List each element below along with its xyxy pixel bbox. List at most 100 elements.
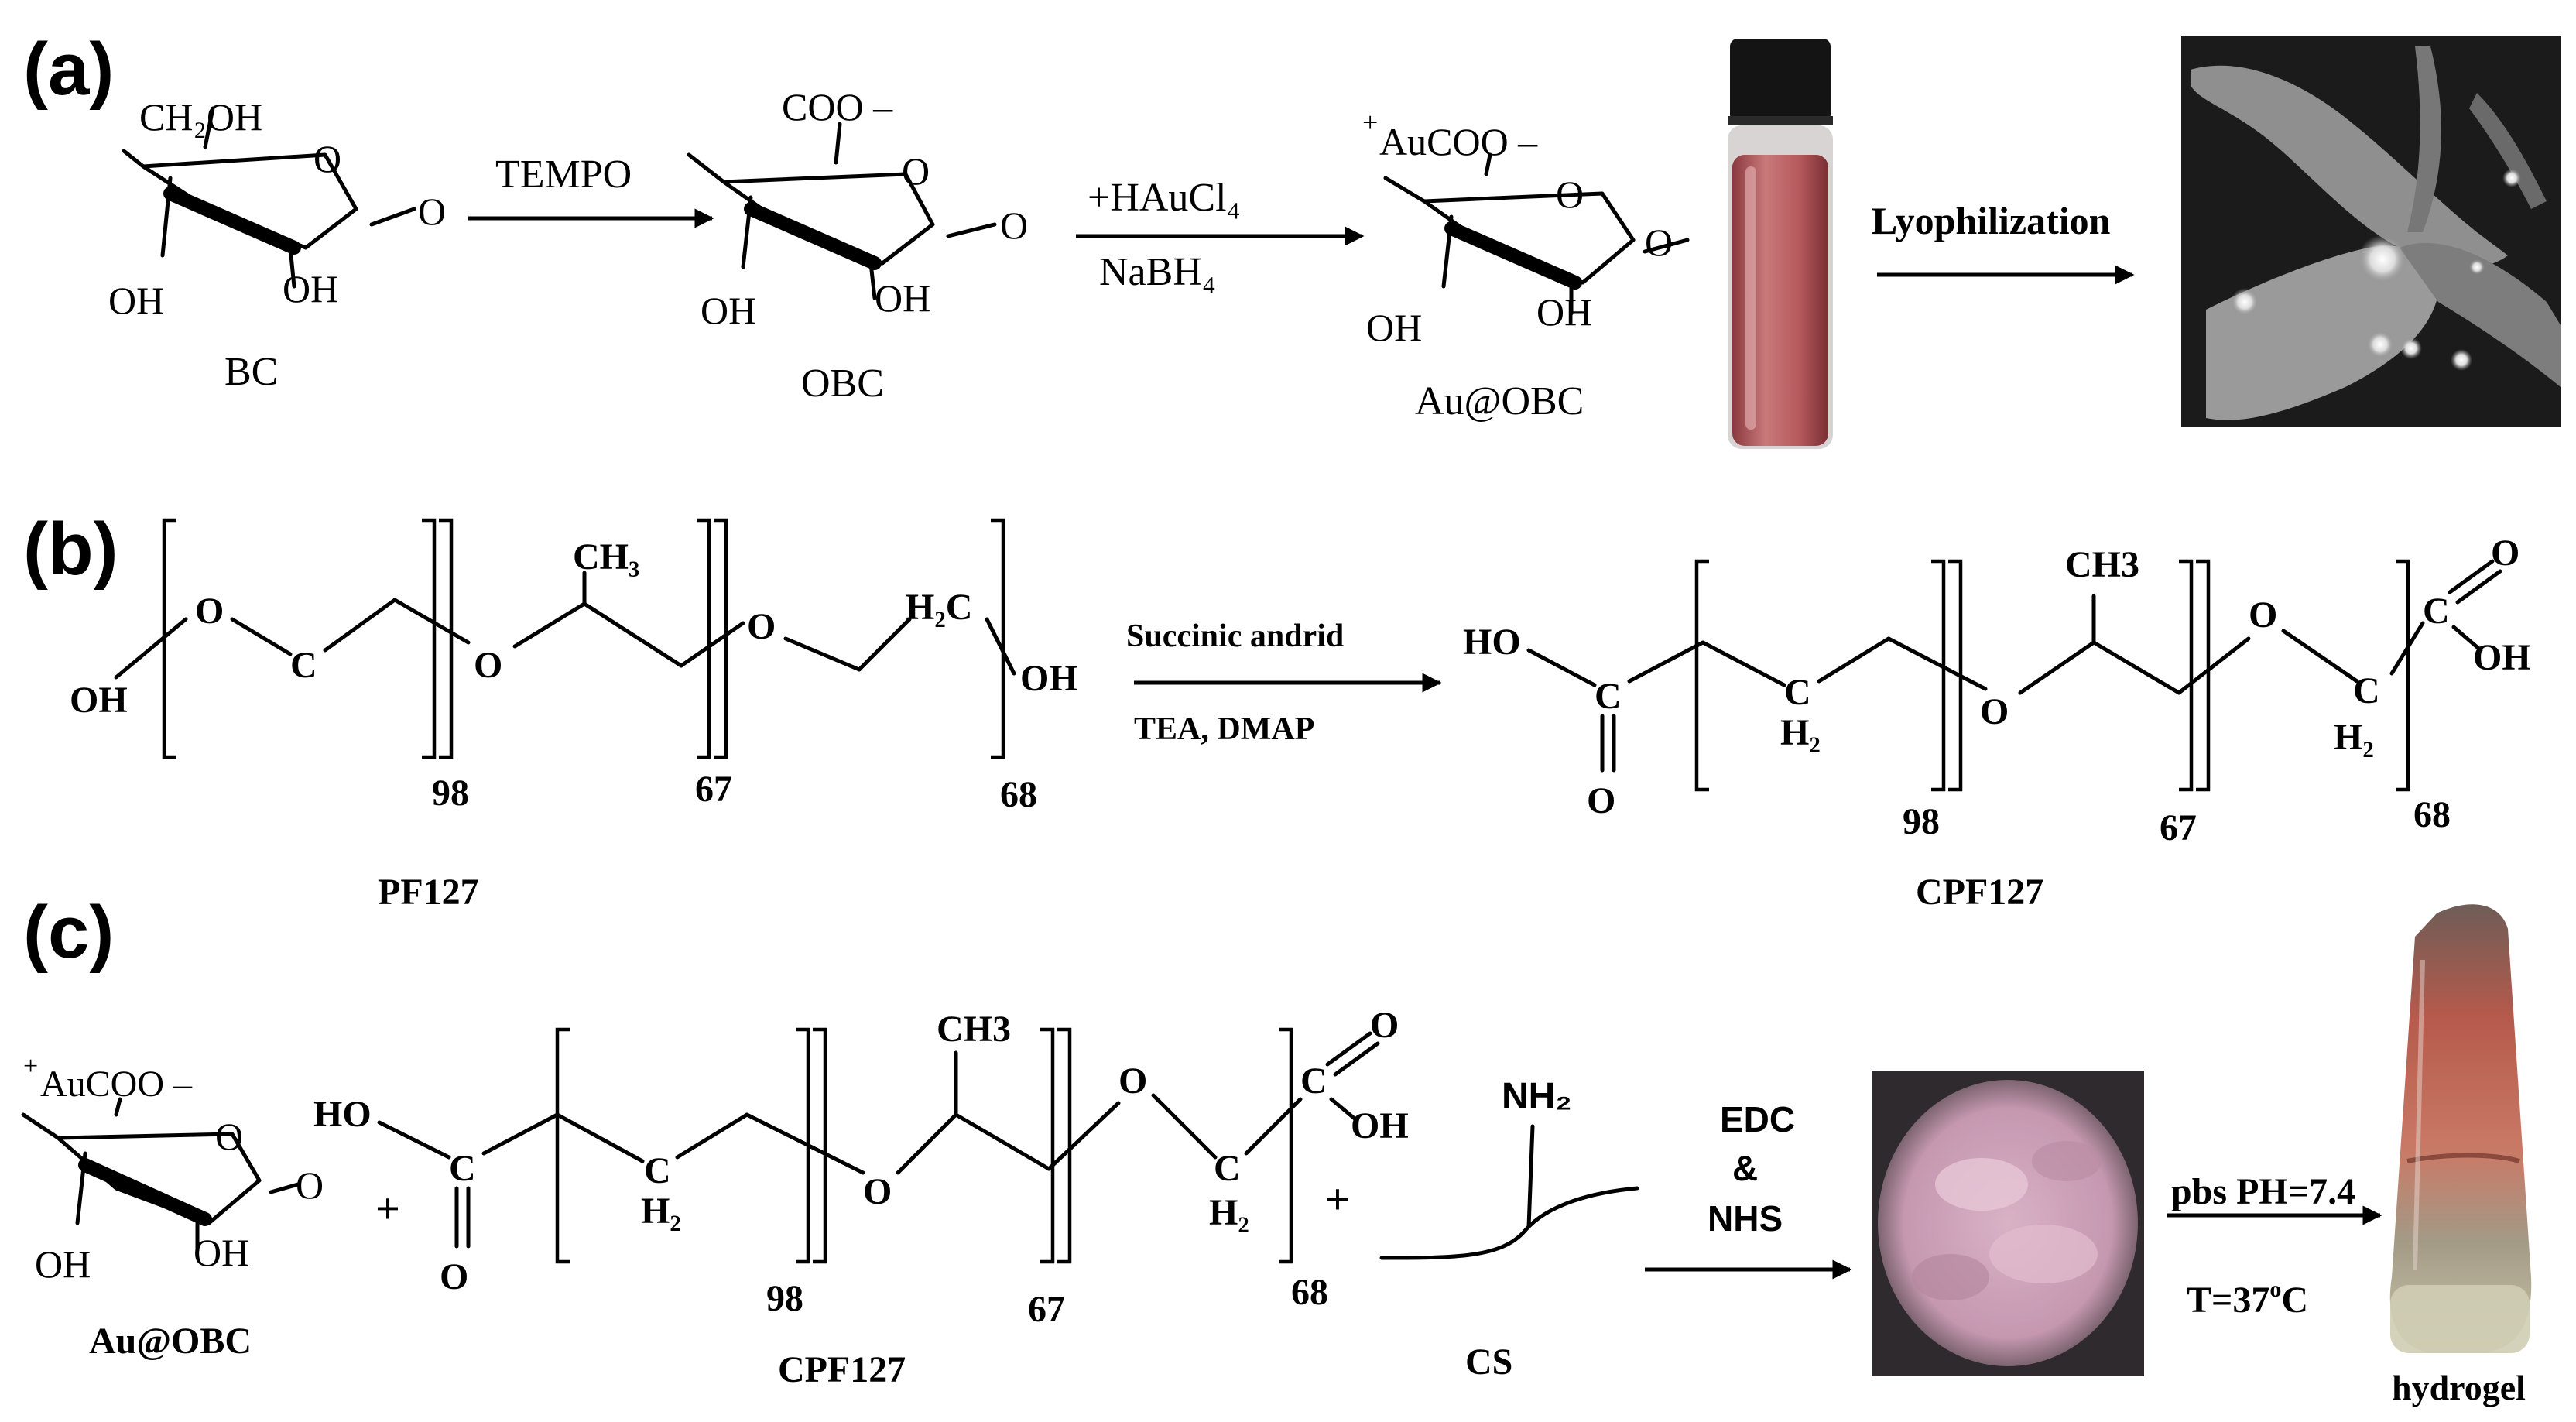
pf127-oh-start: OH [70,680,128,721]
pf127-n2: 67 [695,769,732,810]
cpf127-c-n3: 68 [1291,1272,1328,1313]
au-obc-name-c: Au@OBC [89,1321,252,1362]
cpf127-c-o-dbl2: O [1370,1005,1399,1046]
cpf127-structure-c: HO C O C H₂ O CH3 O C H₂ C O OH 98 [313,1005,1409,1390]
cpf127-c-oh: OH [1351,1105,1409,1146]
au-obc-thick-bond-a [1444,221,1582,290]
pf127-c1: C [290,645,317,686]
cpf127-c-ho: HO [313,1094,372,1135]
reagent-haucl4: +HAuCl₄ [1088,176,1241,220]
sem-micrograph [2181,36,2561,427]
au-obc-structure-c: + AuCOO – O O OH OH Au@OBC [21,1052,324,1362]
pf127-structure: OH O C O CH₃ O H₂C OH 98 67 68 PF127 [70,518,1078,913]
cpf127-c-o2: O [1118,1061,1147,1102]
panel-label-a: (a) [23,28,114,111]
obc-thick-bond [744,202,882,270]
cpf127-c-c4: C [1300,1061,1327,1102]
bc-link-oxygen: O [418,190,446,233]
cpf127-c-o1: O [863,1171,892,1212]
obc-oh-left: OH [701,289,756,332]
condition-pbs: pbs PH=7.4 [2171,1171,2355,1212]
cpf127-b-ch3: CH3 [2065,544,2139,585]
cpf127-b-c2: C [1784,672,1811,713]
obc-substituent: COO – [782,85,893,128]
cs-structure: NH₂ CS [1379,1076,1639,1383]
cpf127-c-c3: C [1214,1148,1241,1189]
vial-photo [1728,39,1833,449]
reagent-edc: EDC [1720,1099,1795,1139]
au-obc-structure-a: + AuCOO – O O OH OH Au@OBC [1362,107,1690,423]
cs-chain [1379,1186,1639,1260]
au-obc-oh-right-c: OH [194,1231,249,1274]
pf127-name: PF127 [378,872,479,913]
au-obc-sup-a: + [1362,107,1378,138]
lyophilized-powder-photo [1872,1071,2144,1376]
cpf127-c-name: CPF127 [778,1349,906,1390]
cpf127-c-c2: C [644,1150,671,1191]
cpf127-b-o2: O [2249,594,2277,636]
cpf127-b-name: CPF127 [1916,872,2043,913]
cpf127-c-c1: C [449,1148,476,1189]
reagent-tempo: TEMPO [495,152,632,197]
hydrogel-label: hydrogel [2392,1368,2526,1407]
hydrogel-tube-photo [2389,904,2532,1353]
pf127-o1: O [195,591,224,632]
bc-structure: CH₂OH O O OH OH BC [108,95,446,394]
reagent-succinic: Succinic andrid [1126,618,1344,654]
au-obc-oh-right-a: OH [1536,290,1592,334]
bc-thick-bond [163,187,301,255]
cpf127-b-c4: C [2423,591,2450,632]
plus-sign-1: + [375,1185,400,1233]
au-obc-substituent-a: AuCOO – [1379,120,1538,163]
reagent-tea-dmap: TEA, DMAP [1134,711,1314,747]
cpf127-b-n1: 98 [1903,801,1940,842]
pf127-ch3: CH₃ [573,536,639,577]
au-obc-link-oxygen-a: O [1645,221,1673,264]
cpf127-c-ch3: CH3 [937,1009,1011,1050]
pf127-n3: 68 [1000,774,1037,815]
pf127-o3: O [747,606,776,647]
pf127-h2c: H₂C [906,587,972,628]
obc-ring-oxygen: O [902,149,930,193]
cpf127-b-n2: 67 [2160,807,2197,848]
reagent-ampersand: & [1732,1148,1758,1188]
cs-name: CS [1465,1341,1512,1383]
au-obc-thick-bond-c [78,1158,212,1226]
au-obc-sup-c: + [23,1052,38,1081]
cpf127-b-o-dbl2: O [2491,533,2519,574]
cpf127-b-c3: C [2353,670,2380,711]
cpf127-c-h2-2: H₂ [1209,1192,1249,1233]
cpf127-b-h2-2: H₂ [2334,717,2374,758]
plus-sign-2: + [1325,1176,1350,1224]
panel-label-c: (c) [23,891,114,974]
condition-temperature: T=37oC [2187,1276,2308,1321]
obc-link-oxygen: O [1000,204,1028,247]
au-obc-oh-left-c: OH [35,1242,91,1286]
pf127-o2: O [474,645,502,686]
cpf127-b-ho: HO [1463,622,1521,663]
cpf127-c-n2: 67 [1028,1289,1065,1330]
panel-label-b: (b) [23,508,118,591]
cpf127-b-o1: O [1980,691,2009,732]
cpf127-structure-b: HO C O C H₂ O CH3 O C H₂ C O OH 98 [1463,533,2531,913]
au-obc-name-a: Au@OBC [1415,379,1584,423]
reagent-nabh4: NaBH₄ [1099,250,1216,294]
bc-oh-left: OH [108,279,164,322]
reagent-nhs: NHS [1708,1198,1783,1239]
bc-substituent: CH₂OH [139,95,262,139]
obc-name: OBC [801,361,884,406]
cpf127-b-o-dbl1: O [1587,780,1615,821]
cpf127-b-n3: 68 [2413,794,2451,835]
bc-ring-oxygen: O [313,137,341,180]
bc-oh-right: OH [283,267,338,310]
cpf127-b-h2-1: H₂ [1780,712,1821,753]
au-obc-substituent-c: AuCOO – [40,1064,193,1105]
au-obc-ring-oxygen-c: O [215,1115,243,1158]
obc-oh-right: OH [875,276,930,320]
cpf127-b-oh: OH [2473,637,2531,678]
cpf127-c-o-dbl1: O [440,1256,468,1297]
pf127-n1: 98 [432,773,469,814]
au-obc-link-oxygen-c: O [296,1163,324,1207]
pf127-oh-end: OH [1020,658,1078,699]
